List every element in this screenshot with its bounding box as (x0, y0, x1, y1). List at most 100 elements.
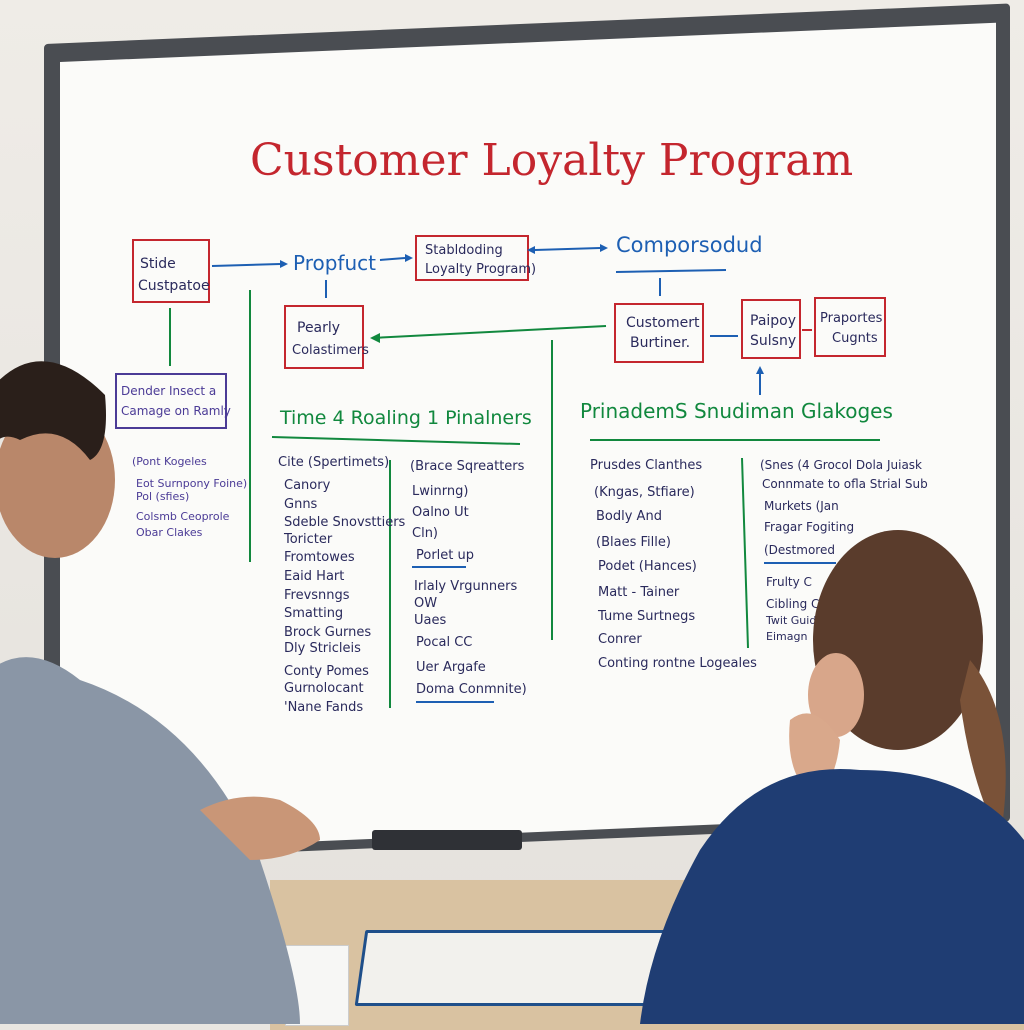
box-praportes-line1: Praportes (820, 311, 883, 326)
arrow-2 (379, 257, 406, 261)
list-item: Canory (284, 478, 331, 493)
list-left-small: (Pont Kogeles Eot Surnpony Foine) Pol (s… (132, 455, 247, 539)
list-col3: Prusdes Clanthes (Kngas, Stfiare) Bodly … (590, 458, 757, 671)
box-stide-line2: Custpatoe (138, 278, 210, 294)
list-item: Conrer (598, 632, 642, 647)
marker-tray (372, 830, 522, 850)
woman-jacket (640, 769, 1024, 1024)
list-item: Conting rontne Logeales (598, 656, 757, 671)
woman-face (808, 653, 864, 737)
man-hair (0, 361, 106, 460)
list-item: Smatting (284, 606, 343, 621)
woman-ponytail (960, 660, 1006, 840)
list-item: Fromtowes (284, 550, 355, 565)
box-stide (132, 239, 210, 303)
man-shirt (0, 657, 300, 1024)
box-dender (115, 373, 227, 429)
box-paipoy (741, 299, 801, 359)
list-item: Gnns (284, 497, 318, 512)
box-loyalty-line2: Loyalty Program) (425, 262, 536, 277)
list-item: Cln) (412, 526, 438, 541)
list-item: (Blaes Fille) (596, 535, 671, 550)
divider-4 (741, 457, 749, 649)
list-item: Cite (Spertimets) (278, 455, 389, 470)
list-item: Uaes (414, 613, 446, 628)
box-praportes-line2: Cugnts (832, 331, 878, 346)
list-item: Bodly And (596, 509, 662, 524)
list-item: (Destmored (764, 543, 835, 557)
box-customert-line2: Burtiner. (630, 335, 690, 351)
man-hand (200, 796, 320, 860)
list-item: Frevsnngs (284, 588, 350, 603)
list-item: Cibling C (766, 597, 819, 611)
list-col4: (Snes (4 Grocol Dola Juiask Connmate to … (760, 458, 928, 643)
list-item: Eaid Hart (284, 569, 344, 584)
arrow-1 (211, 263, 281, 267)
box-paipoy-line2: Sulsny (750, 333, 796, 349)
arrow-6-head (370, 333, 380, 343)
box-pearly (284, 305, 364, 369)
list-item: Uer Argafe (416, 660, 486, 675)
list-item: Eot Surnpony Foine) (136, 477, 247, 490)
open-notebook (354, 930, 672, 1006)
list-item: Connmate to ofla Strial Sub (762, 477, 928, 491)
arrow-6 (371, 325, 607, 339)
list-item: Gurnolocant (284, 681, 364, 696)
section-right-title: PrinademS Snudiman Glakoges (580, 399, 893, 423)
arrow-4-head (600, 244, 608, 252)
list-item: (Pont Kogeles (132, 455, 207, 468)
list-item: Pol (sfies) (136, 490, 189, 503)
list-item: Irlaly Vrgunners (414, 579, 518, 594)
list-item: Fragar Fogiting (764, 520, 854, 534)
list-item: Murkets (Jan (764, 499, 839, 513)
arrow-4 (534, 247, 601, 251)
man-figure (0, 361, 320, 1024)
list-item: Conty Pomes (284, 664, 369, 679)
list-item: Dly Stricleis (284, 641, 361, 656)
list-col1: Cite (Spertimets) Canory Gnns Sdeble Sno… (278, 455, 406, 715)
box-dender-line2: Camage on Ramly (121, 404, 231, 418)
box-pearly-line2: Colastimers (292, 343, 369, 358)
list-item: Twit Guid (765, 614, 816, 627)
box-loyalty-line1: Stabldoding (425, 243, 503, 258)
list-item: Brock Gurnes (284, 625, 371, 640)
list-item: Sdeble Snovsttiers (284, 515, 406, 530)
arrow-4-tail (527, 246, 535, 254)
list-item: Oalno Ut (412, 505, 469, 520)
list-item: Frulty C (766, 575, 812, 589)
list-item: Tume Surtnegs (597, 609, 695, 624)
list-item: Porlet up (416, 548, 474, 563)
section-left-underline (271, 436, 521, 445)
box-stide-line1: Stide (140, 256, 176, 272)
list-item: (Snes (4 Grocol Dola Juiask (760, 458, 922, 472)
list-item: (Kngas, Stfiare) (594, 485, 695, 500)
board-title: Customer Loyalty Program (250, 135, 853, 186)
list-item: Podet (Hances) (598, 559, 697, 574)
box-customert (614, 303, 704, 363)
list-item: Lwinrng) (412, 484, 468, 499)
list-item: Pocal CC (416, 635, 472, 650)
list-item: OW (414, 596, 437, 611)
list-item: Matt - Tainer (598, 585, 680, 600)
list-item: Toricter (283, 532, 333, 547)
box-dender-line1: Dender Insect a (121, 384, 216, 398)
list-col2: (Brace Sqreatters Lwinrng) Oalno Ut Cln)… (410, 459, 527, 703)
list-item: Colsmb Ceoprole (136, 510, 230, 523)
label-compose: Comporsodud (616, 233, 763, 257)
box-pearly-line1: Pearly (297, 320, 340, 336)
arrow-2-head (405, 254, 413, 262)
list-item: (Brace Sqreatters (410, 459, 525, 474)
woman-figure (640, 530, 1024, 1024)
box-customert-line1: Customert (626, 315, 700, 331)
box-praportes (814, 297, 886, 357)
list-item: Eimagn (766, 630, 807, 643)
arrow-9-head (756, 366, 764, 374)
box-loyalty-program (415, 235, 529, 281)
list-item: Prusdes Clanthes (590, 458, 702, 473)
list-item: Obar Clakes (136, 526, 203, 539)
list-item: Doma Conmnite) (416, 682, 527, 697)
arrow-1-head (280, 260, 288, 268)
box-paipoy-line1: Paipoy (750, 313, 796, 329)
compose-underline (615, 269, 727, 273)
